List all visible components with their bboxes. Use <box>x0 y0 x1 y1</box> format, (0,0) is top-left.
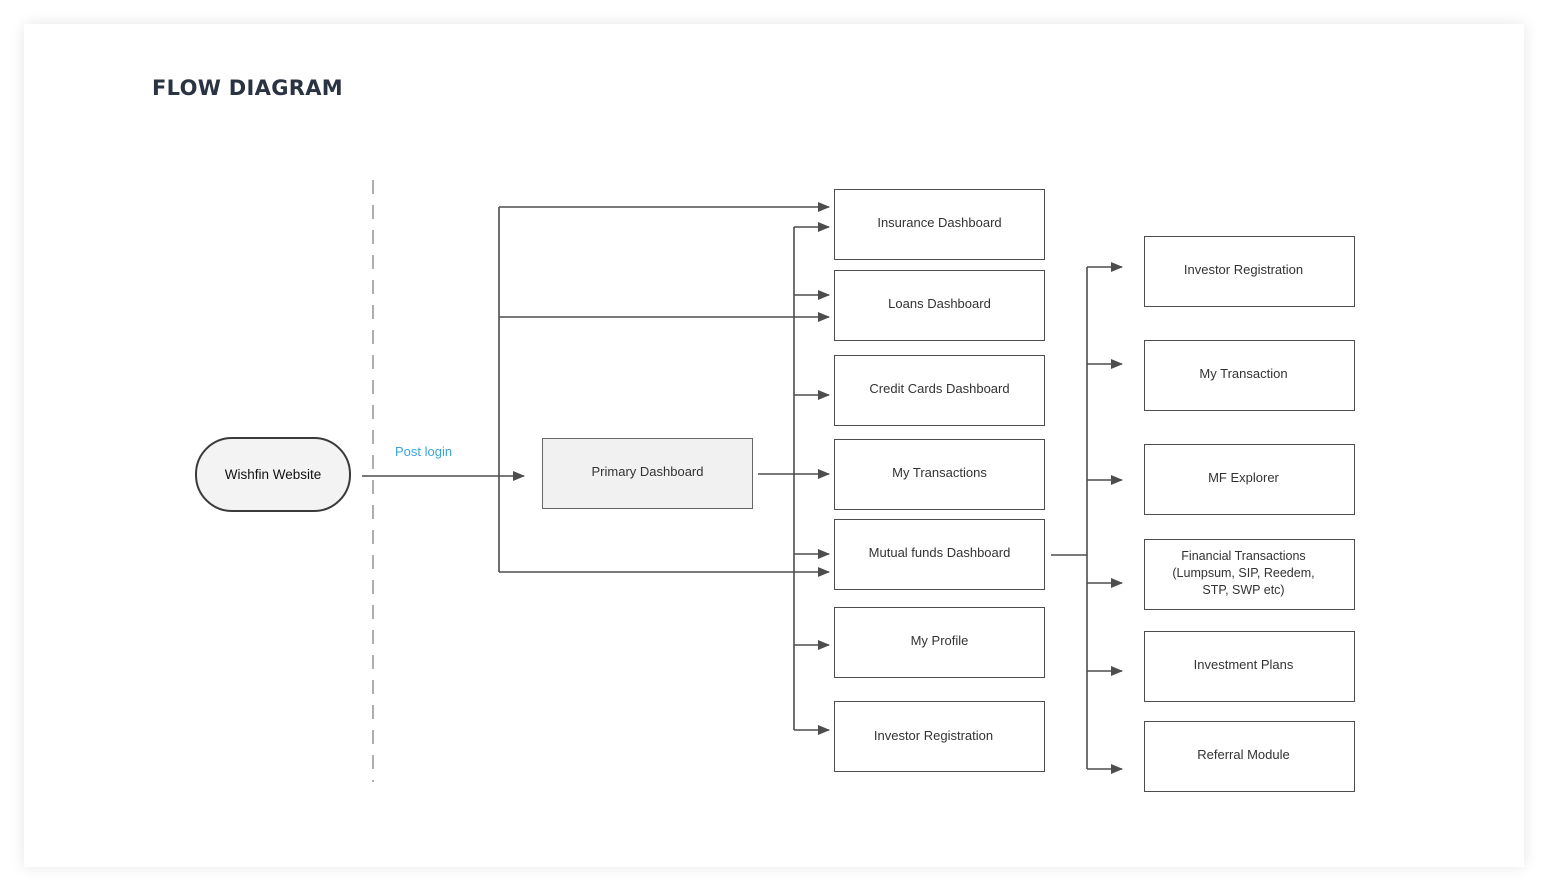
insurance-dashboard-node: Insurance Dashboard <box>834 189 1045 260</box>
page-title: FLOW DIAGRAM <box>152 76 343 100</box>
my-transactions-node: My Transactions <box>834 439 1045 510</box>
post-login-label: Post login <box>395 444 453 459</box>
mf-investment-plans-node: Investment Plans <box>1144 631 1355 702</box>
primary-dashboard-node: Primary Dashboard <box>542 438 753 509</box>
mf-referral-module-node: Referral Module <box>1144 721 1355 792</box>
loans-dashboard-node: Loans Dashboard <box>834 270 1045 341</box>
credit-cards-dashboard-node: Credit Cards Dashboard <box>834 355 1045 426</box>
investor-registration-dashboard-node: Investor Registration <box>834 701 1045 772</box>
mutual-funds-dashboard-node: Mutual funds Dashboard <box>834 519 1045 590</box>
mf-financial-transactions-node: Financial Transactions (Lumpsum, SIP, Re… <box>1144 539 1355 610</box>
mf-explorer-node: MF Explorer <box>1144 444 1355 515</box>
mf-investor-registration-node: Investor Registration <box>1144 236 1355 307</box>
my-profile-node: My Profile <box>834 607 1045 678</box>
wishfin-website-node: Wishfin Website <box>195 437 351 512</box>
mf-my-transaction-node: My Transaction <box>1144 340 1355 411</box>
